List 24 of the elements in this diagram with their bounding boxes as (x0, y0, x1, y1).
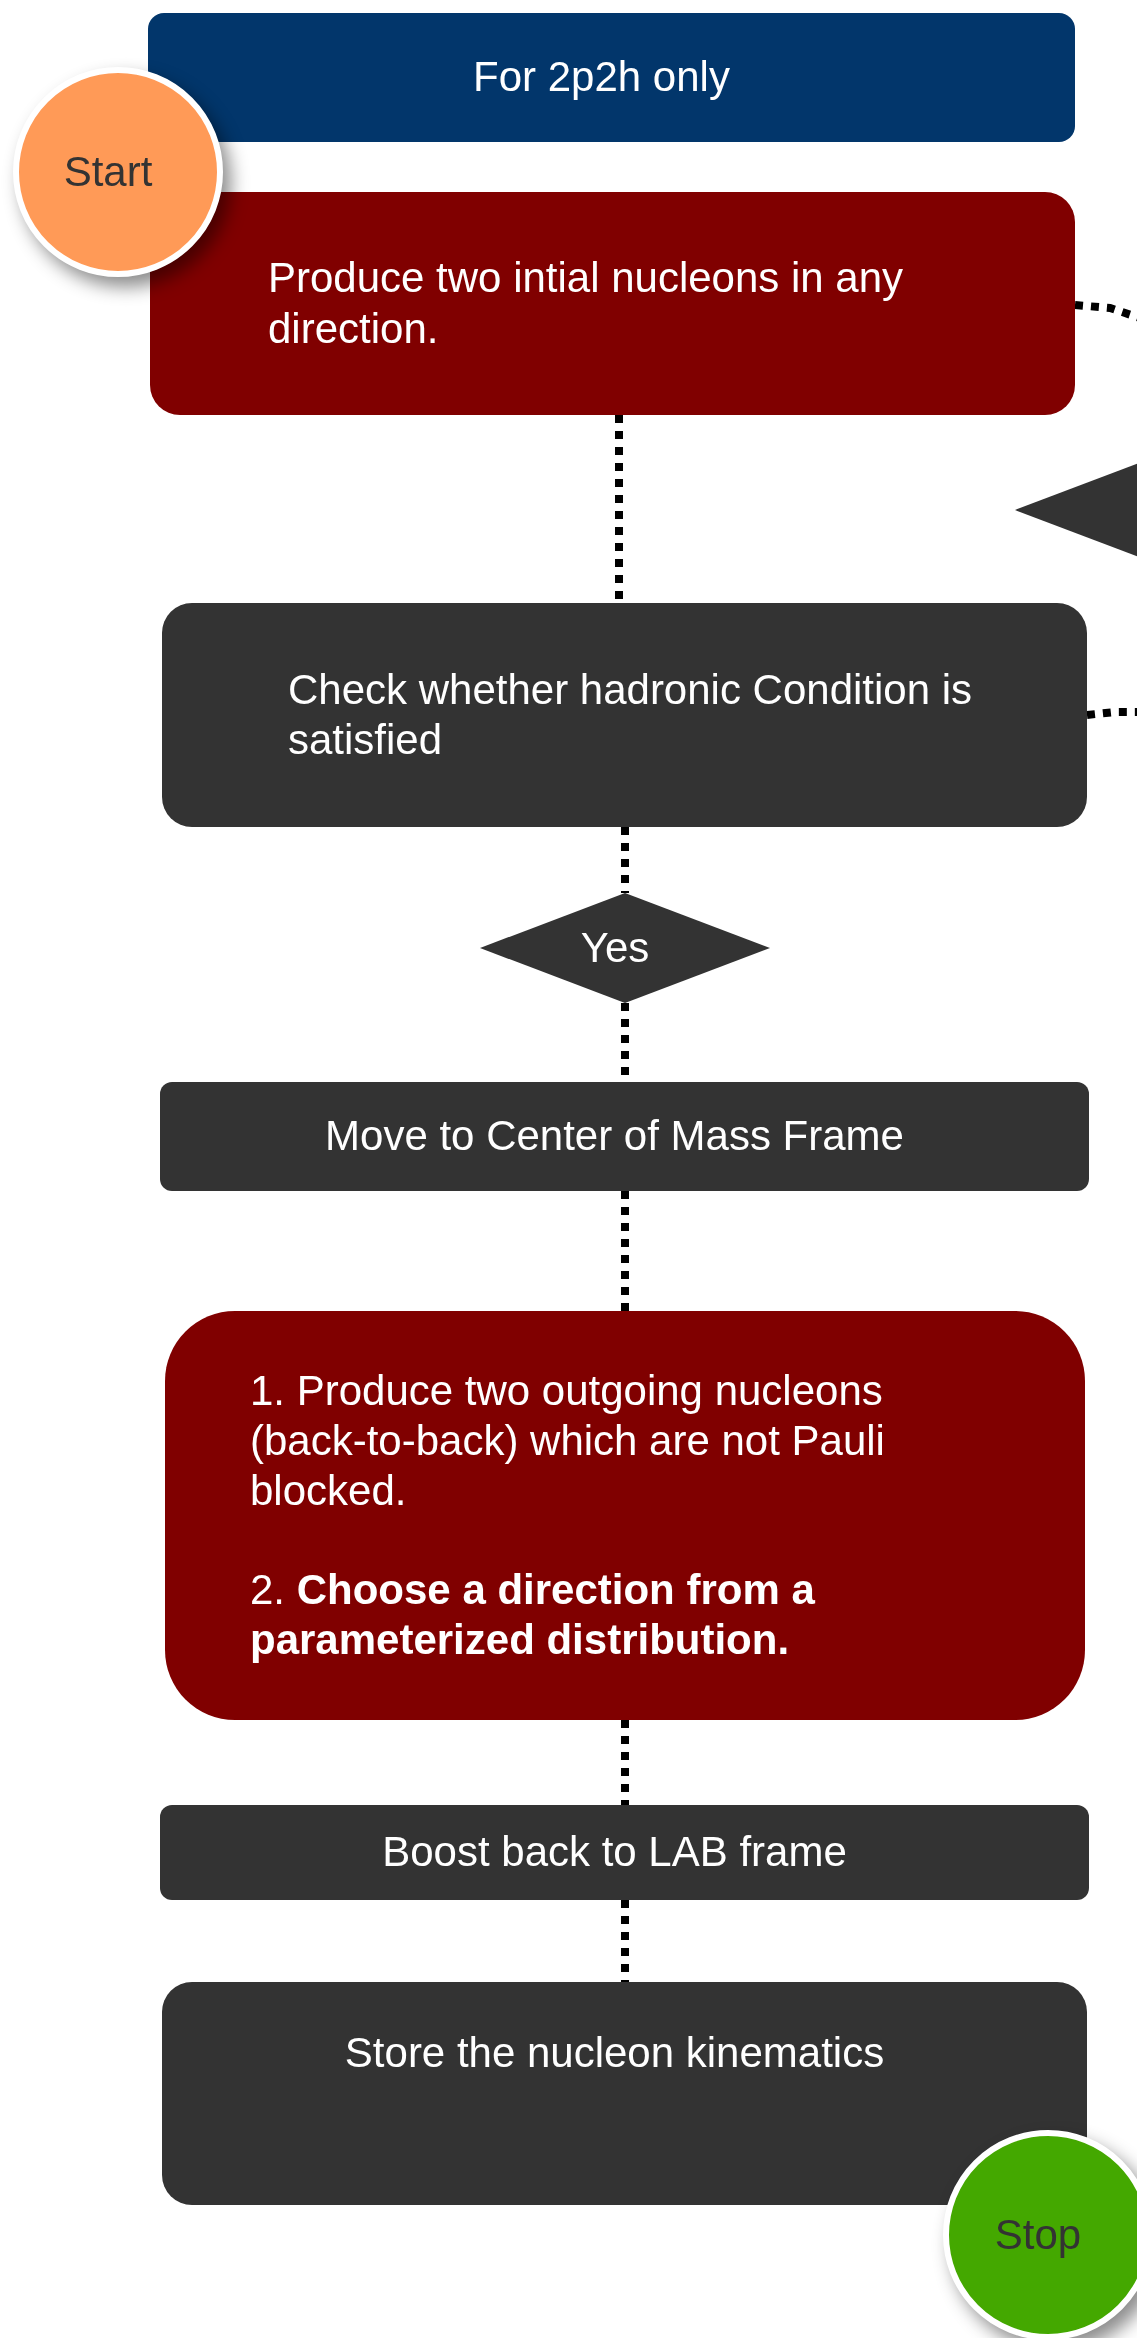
banner (148, 13, 1075, 142)
process-box (150, 192, 1075, 415)
step-text: Store the nucleon kinematics (344, 2028, 885, 2079)
connector-line (621, 827, 629, 893)
step-text: Boost back to LAB frame (382, 1827, 847, 1878)
step-text: Check whether hadronic Condition is satisfied (288, 664, 974, 765)
connector-line (621, 1191, 629, 1311)
step-text: For 2p2h only (473, 52, 730, 103)
connector-line (621, 1720, 629, 1805)
process-box (160, 1805, 1089, 1900)
connector-line (621, 1900, 629, 1982)
decision-label: Yes (580, 922, 650, 973)
process-box (162, 1982, 1087, 2205)
step-text: Produce two intial nucleons in any direction. (268, 253, 905, 354)
process-box (165, 1311, 1085, 1720)
step-text: 1. Produce two outgoing nucleons (back-to-back) which are not Pauli blocked. (250, 1365, 886, 1517)
connector-line (1074, 301, 1137, 322)
process-box (162, 603, 1087, 827)
terminal-label: Start (63, 146, 153, 197)
process-box (160, 1082, 1089, 1191)
connector-line (1086, 708, 1137, 719)
step-text: Move to Center of Mass Frame (325, 1111, 904, 1162)
terminal-label: Stop (994, 2209, 1082, 2260)
step-text: 2. Choose a direction from a parameterized distribution. (250, 1564, 816, 1666)
